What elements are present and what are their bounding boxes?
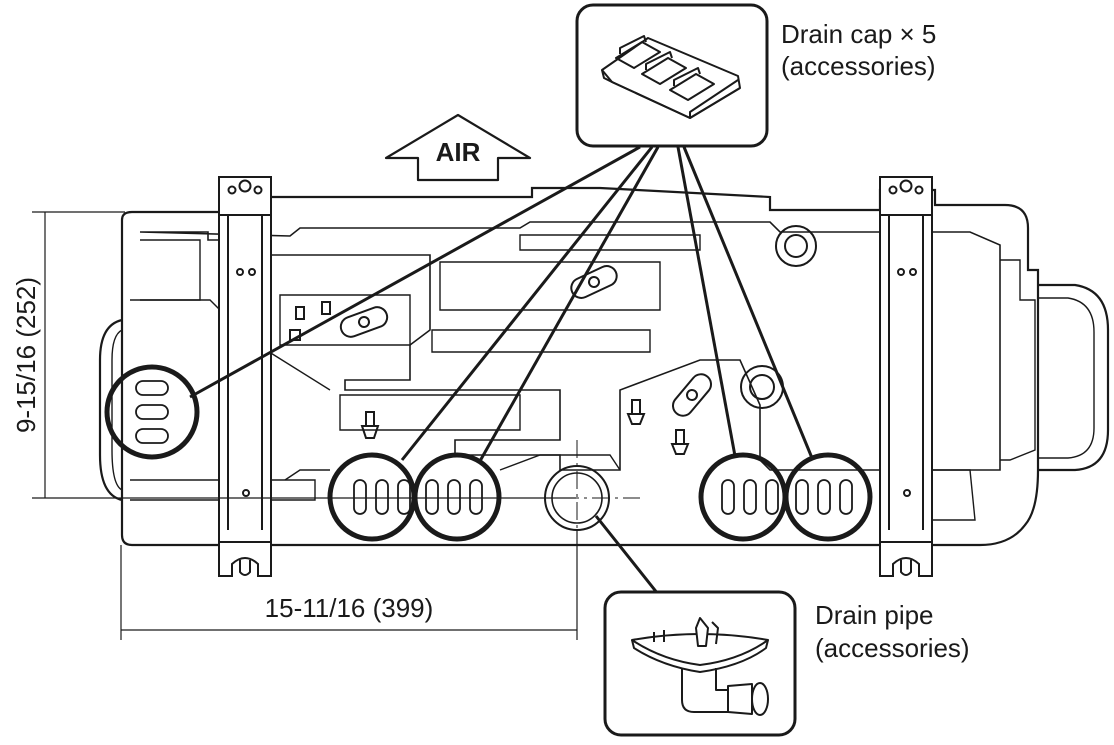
horizontal-dimension-label: 15-11/16 (399) (265, 593, 434, 623)
drain-slot-left (104, 364, 200, 460)
vertical-dimension (32, 211, 576, 499)
drain-cap-sublabel: (accessories) (781, 51, 936, 81)
mounting-bracket-right (879, 176, 933, 577)
drain-pipe-leader-line (594, 515, 660, 595)
air-label: AIR (436, 137, 481, 167)
vertical-dimension-label: 9-15/16 (252) (11, 277, 41, 433)
drain-cap-label: Drain cap × 5 (781, 19, 936, 49)
drain-slot-1 (327, 452, 417, 542)
air-flow-arrow: AIR (384, 113, 532, 182)
drain-pipe-sublabel: (accessories) (815, 633, 970, 663)
drain-slot-4 (783, 452, 873, 542)
drain-cap-leader-lines (189, 145, 814, 462)
drain-pipe-label: Drain pipe (815, 600, 934, 630)
drain-pipe-icon (631, 617, 769, 716)
drain-outlet-port (530, 440, 640, 560)
screw-bosses (289, 225, 817, 455)
horizontal-dimension (120, 530, 578, 640)
mounting-bracket-left (218, 176, 272, 577)
drain-cap-icon (601, 35, 741, 119)
drain-cap-callout: Drain cap × 5 (accessories) (575, 3, 936, 148)
drain-slot-3 (698, 452, 788, 542)
drain-pipe-callout: Drain pipe (accessories) (603, 590, 970, 737)
drain-slot-2 (412, 452, 502, 542)
